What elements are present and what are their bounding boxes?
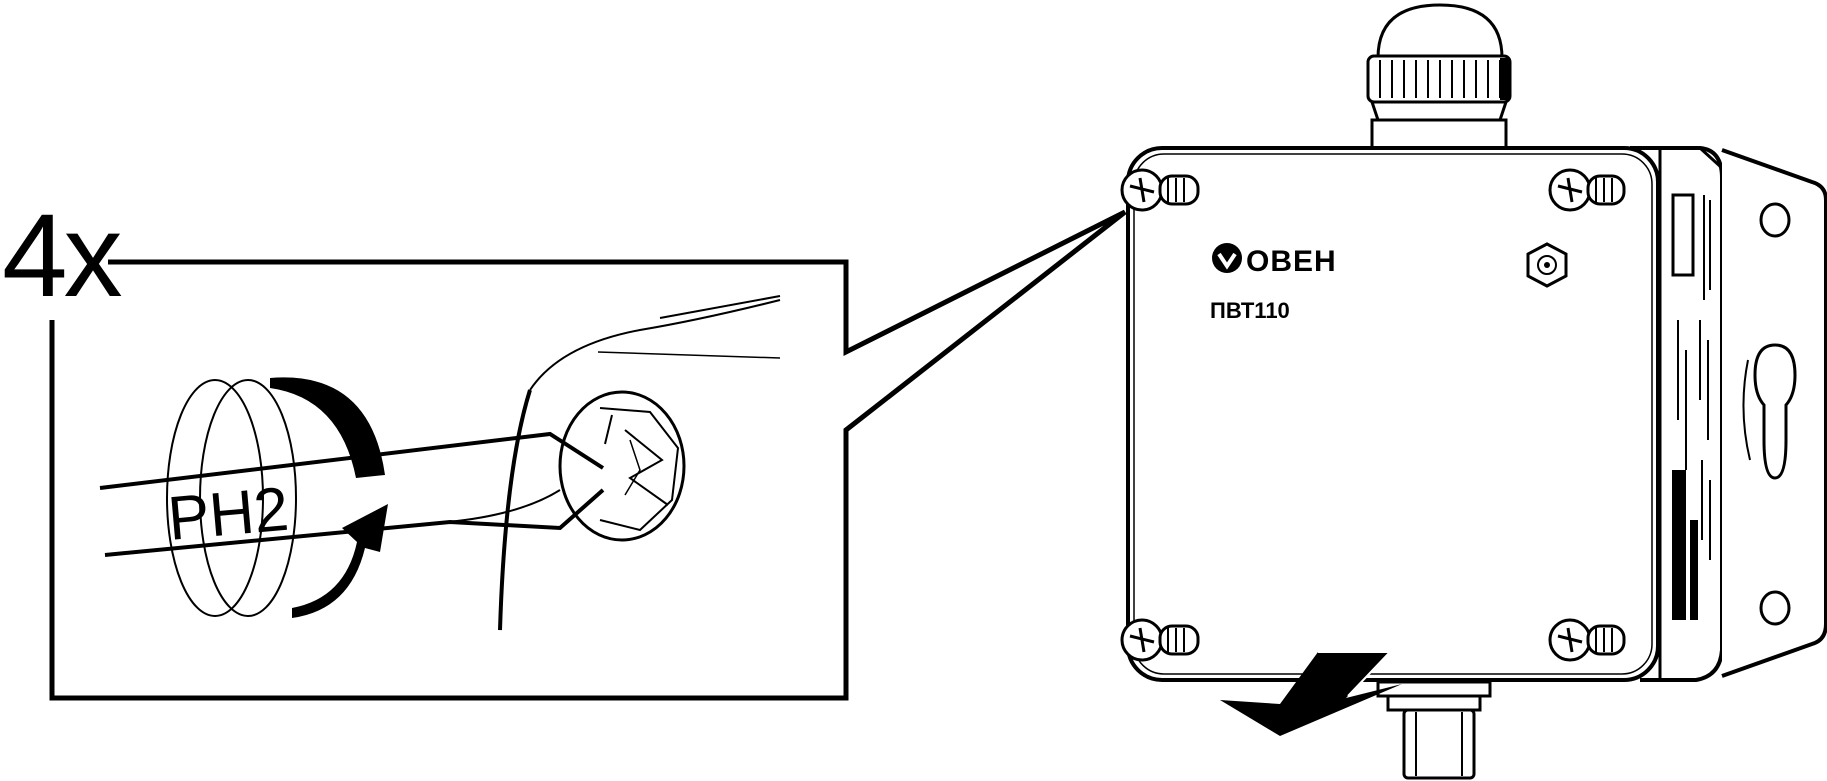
device-front-panel [1126,146,1660,682]
corner-screw-top-left [1120,168,1200,212]
bottom-connector [1376,680,1492,780]
quantity-label: 4x [2,190,122,322]
brand-name: ОВЕН [1246,245,1337,278]
phillips-screw-icon [558,390,686,542]
model-label: ПВТ110 [1210,298,1290,323]
clockwise-arrow-icon [166,377,388,618]
bit-size-label: PH2 [165,475,291,554]
brand-logo: ОВЕН [1212,243,1337,278]
corner-screw-bottom-left [1120,618,1200,662]
corner-screw-bottom-right [1548,618,1626,662]
sensor-port-icon [1526,242,1568,288]
device-housing: ОВЕН ПВТ110 [1120,3,1827,780]
pull-direction-arrow-icon [1220,652,1402,736]
callout-frame [49,209,1127,701]
cable-gland-top [1366,3,1512,150]
corner-screw-top-right [1548,168,1626,212]
callout-zoom-scene: PH2 [99,295,781,631]
mounting-bracket [1721,148,1827,678]
screwdriver: PH2 [99,431,605,557]
